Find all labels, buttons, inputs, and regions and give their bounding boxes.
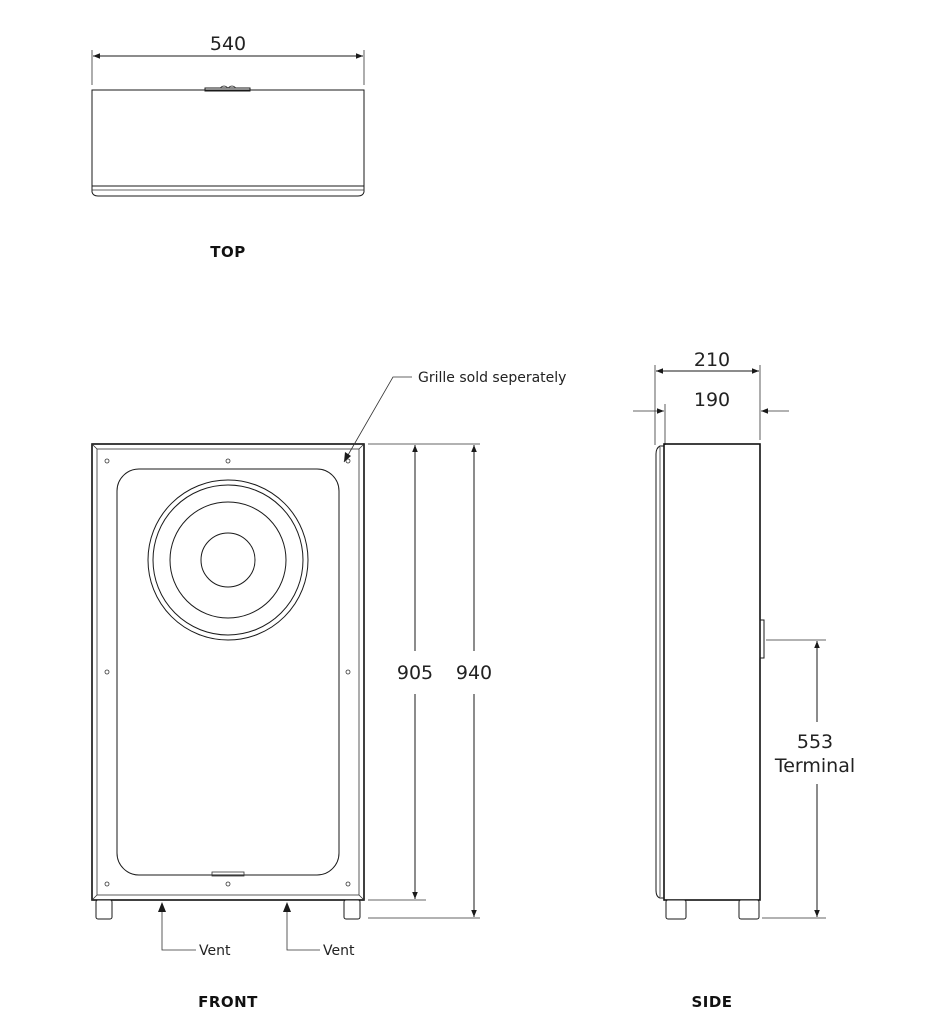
driver-surround-outer: [147, 479, 309, 641]
front-foot-right: [343, 899, 361, 920]
screw-icon: [345, 458, 351, 464]
side-view-label: SIDE: [691, 993, 732, 1011]
driver-dust-cap: [200, 532, 256, 588]
vent-leader-right: [286, 906, 320, 951]
vent-leader-left: [161, 906, 196, 951]
front-inner-frame: [96, 448, 360, 896]
screw-icon: [345, 669, 351, 675]
screw-icon: [225, 458, 231, 464]
top-terminal-knobs: [219, 85, 237, 89]
front-baffle: [116, 468, 340, 876]
vent-arrow-left: [158, 902, 166, 912]
baffle-notch: [211, 871, 245, 877]
side-foot-front: [665, 899, 687, 920]
front-cabinet-outline: [91, 443, 365, 901]
side-foot-back: [738, 899, 760, 920]
total-height-label: 940: [456, 662, 492, 684]
screw-icon: [104, 881, 110, 887]
width-dimension-label: 540: [210, 33, 246, 55]
front-view-label: FRONT: [198, 993, 258, 1011]
top-view-label: TOP: [210, 243, 245, 261]
top-cabinet-outline: [91, 89, 365, 187]
side-terminal: [759, 619, 765, 659]
screw-icon: [104, 458, 110, 464]
top-view: 540 TOP: [91, 33, 365, 261]
side-cabinet-outline: [663, 443, 761, 901]
terminal-label: Terminal: [774, 755, 855, 777]
side-view: 210 190 553 Terminal SIDE: [633, 349, 855, 1011]
top-grille-edge: [91, 186, 365, 197]
screw-icon: [104, 669, 110, 675]
cabinet-depth-label: 190: [694, 389, 730, 411]
mounting-screws: [104, 458, 351, 887]
vent-arrow-right: [283, 902, 291, 912]
front-foot-left: [95, 899, 113, 920]
grille-leader-line: [343, 376, 412, 463]
driver-surround-inner: [152, 484, 304, 636]
side-grille-profile: [655, 445, 664, 899]
front-view: Grille sold seperately Vent Vent 905 940…: [91, 370, 566, 1011]
grille-note: Grille sold seperately: [418, 370, 566, 386]
terminal-height-label: 553: [797, 731, 833, 753]
vent-label-left: Vent: [199, 943, 231, 959]
inner-height-label: 905: [397, 662, 433, 684]
grille-leader-arrow: [344, 452, 351, 462]
screw-icon: [225, 881, 231, 887]
screw-icon: [345, 881, 351, 887]
vent-label-right: Vent: [323, 943, 355, 959]
total-depth-label: 210: [694, 349, 730, 371]
driver-cone: [169, 501, 287, 619]
